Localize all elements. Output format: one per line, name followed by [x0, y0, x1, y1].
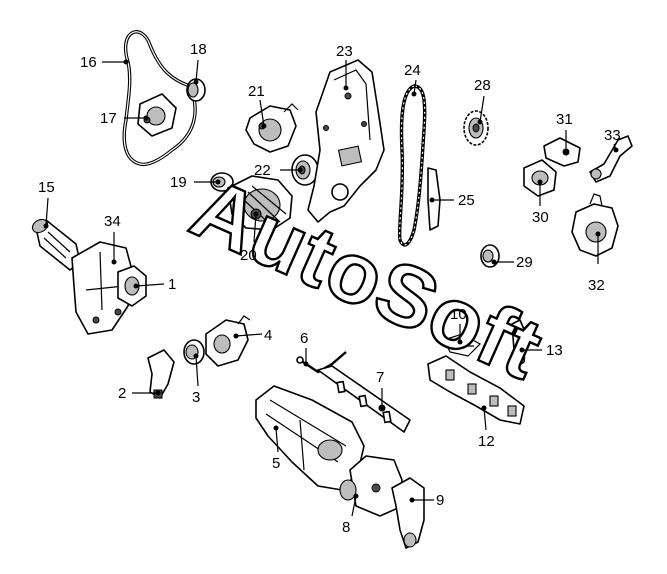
callout-label: 1	[168, 276, 176, 293]
oil-pump-part	[571, 193, 619, 257]
timing-cover-part	[307, 59, 385, 223]
callout-label: 18	[190, 41, 207, 58]
callout-label: 30	[532, 209, 549, 226]
callout-label: 9	[436, 492, 444, 509]
water-pump-part	[245, 103, 299, 153]
timing-chain-part	[397, 84, 427, 247]
intake-elbow-part	[391, 477, 425, 549]
callout-24: 24	[404, 62, 421, 97]
drive-belt-part	[122, 30, 197, 167]
callout-34: 34	[104, 213, 121, 265]
callout-label: 12	[478, 433, 495, 450]
injector-part	[511, 319, 527, 367]
callout-28: 28	[474, 77, 491, 125]
tensioner-arm-part	[589, 135, 633, 183]
callout-label: 20	[240, 247, 257, 264]
tensioner-housing-part	[523, 159, 557, 197]
callout-label: 23	[336, 43, 353, 60]
callout-19: 19	[170, 174, 221, 191]
callout-8: 8	[342, 493, 359, 536]
crank-sprocket-part	[480, 244, 500, 268]
callout-21: 21	[248, 83, 267, 129]
thermostat-part	[183, 339, 205, 365]
callout-label: 22	[254, 162, 271, 179]
callout-12: 12	[478, 405, 495, 450]
callout-2: 2	[118, 385, 161, 402]
callout-label: 25	[458, 192, 475, 209]
callout-label: 32	[588, 277, 605, 294]
callout-17: 17	[100, 110, 149, 127]
callout-label: 17	[100, 110, 117, 127]
watermark-text: AutoSoft	[178, 160, 556, 399]
oil-filter-part	[117, 265, 147, 307]
callout-label: 16	[80, 54, 97, 71]
callout-label: 33	[604, 127, 621, 144]
callout-3: 3	[192, 353, 200, 406]
callout-32: 32	[588, 231, 605, 294]
intake-manifold-part	[255, 385, 365, 491]
callout-6: 6	[300, 330, 309, 367]
callout-label: 21	[248, 83, 265, 100]
callout-16: 16	[80, 54, 129, 71]
callout-30: 30	[532, 179, 549, 226]
callout-label: 19	[170, 174, 187, 191]
callout-4: 4	[233, 327, 272, 344]
callout-label: 29	[516, 254, 533, 271]
exhaust-manifold-part	[427, 355, 525, 425]
bracket-part	[543, 137, 581, 167]
callout-10: 10	[450, 306, 467, 345]
manifold-gasket-part	[443, 333, 481, 357]
callout-label: 2	[118, 385, 126, 402]
callout-label: 6	[300, 330, 308, 347]
callout-label: 24	[404, 62, 421, 79]
belt-tensioner-part	[137, 93, 177, 137]
thermostat-housing-part	[71, 241, 133, 335]
camshaft-sprocket-part	[463, 110, 489, 146]
callout-7: 7	[376, 369, 385, 411]
callout-29: 29	[491, 254, 533, 271]
callout-label: 3	[192, 389, 200, 406]
callout-label: 10	[450, 306, 467, 323]
callout-label: 5	[272, 455, 280, 472]
idler-pulley-part	[186, 78, 206, 102]
callout-label: 15	[38, 179, 55, 196]
callout-18: 18	[190, 41, 207, 85]
throttle-body-part	[339, 455, 403, 517]
callout-23: 23	[336, 43, 353, 91]
sensor-part	[147, 349, 175, 399]
callout-13: 13	[519, 342, 563, 359]
callout-31: 31	[556, 111, 573, 155]
callout-label: 7	[376, 369, 384, 386]
callout-33: 33	[604, 127, 621, 153]
callout-25: 25	[429, 192, 475, 209]
callout-label: 31	[556, 111, 573, 128]
callout-label: 13	[546, 342, 563, 359]
callout-label: 8	[342, 519, 350, 536]
callout-22: 22	[254, 162, 303, 179]
callout-label: 4	[264, 327, 272, 344]
callout-9: 9	[409, 492, 444, 509]
callout-20: 20	[240, 211, 259, 264]
callout-15: 15	[38, 179, 55, 229]
callout-label: 34	[104, 213, 121, 230]
callout-1: 1	[133, 276, 176, 293]
callout-label: 28	[474, 77, 491, 94]
callout-5: 5	[272, 425, 280, 472]
pulley-part	[291, 154, 319, 186]
coolant-outlet-part	[205, 315, 251, 367]
